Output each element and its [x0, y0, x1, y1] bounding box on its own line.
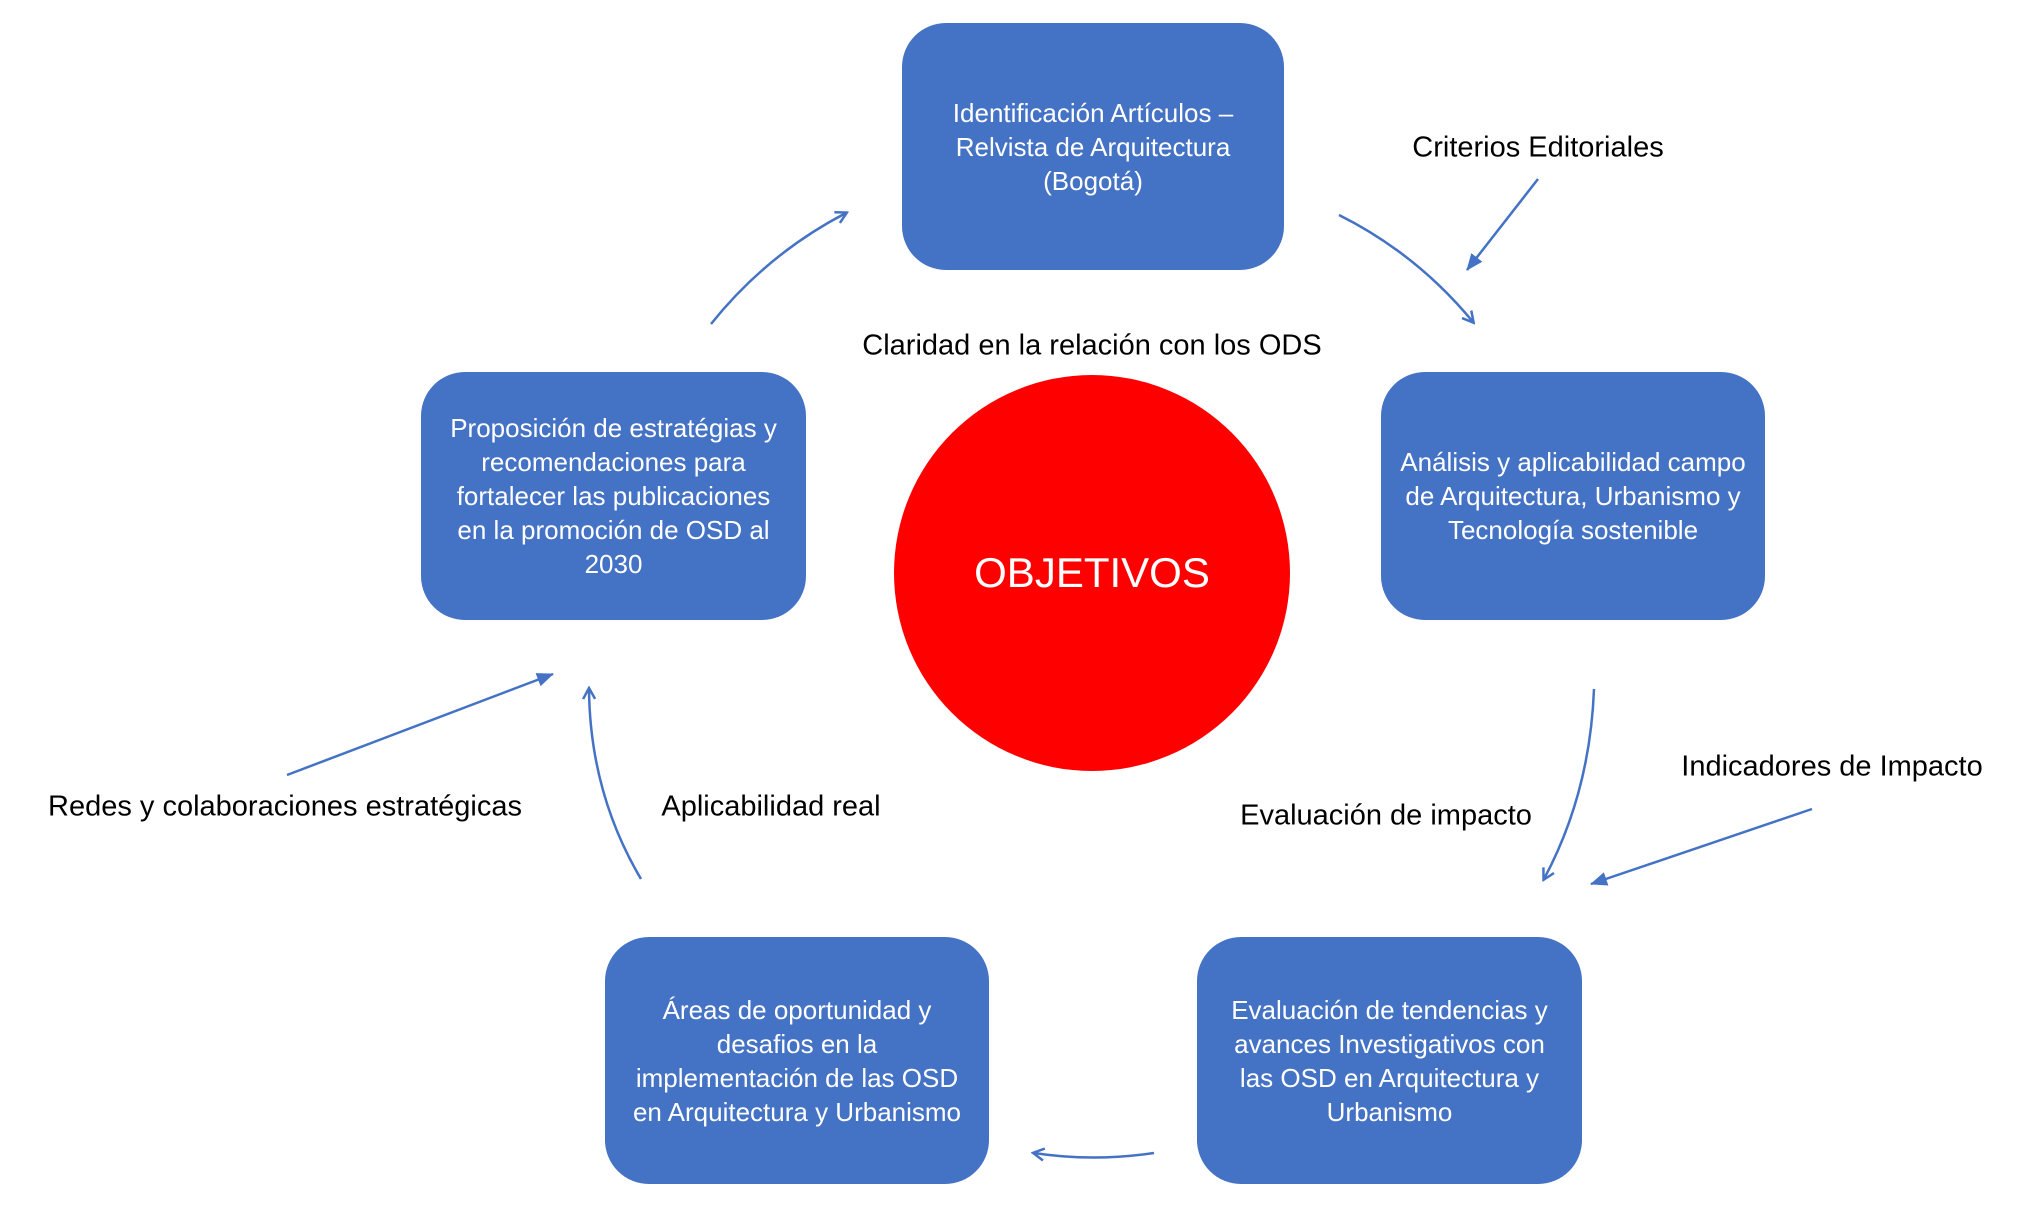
box-proposicion: Proposición de estratégias y recomendaci… [421, 372, 806, 620]
box-evaluacion-tendencias-text: Evaluación de tendencias y avances Inves… [1231, 994, 1548, 1127]
arrow-left-to-top [710, 213, 846, 325]
arrow-right-to-bottom-right [1544, 688, 1596, 879]
label-indicadores: Indicadores de Impacto [1681, 750, 1983, 783]
arrow-criterios [1466, 178, 1539, 271]
box-analisis-text: Análisis y aplicabilidad campo de Arquit… [1400, 447, 1746, 545]
objetivos-label: OBJETIVOS [974, 549, 1210, 596]
box-evaluacion-tendencias: Evaluación de tendencias y avances Inves… [1197, 937, 1582, 1184]
label-evaluacion-impacto: Evaluación de impacto [1240, 799, 1532, 832]
box-identificacion-text: Identificación Artículos – Relvista de A… [952, 97, 1234, 196]
box-proposicion-text: Proposición de estratégias y recomendaci… [450, 413, 777, 579]
label-redes: Redes y colaboraciones estratégicas [48, 790, 522, 823]
label-claridad: Claridad en la relación con los ODS [862, 329, 1322, 362]
arrow-redes [286, 672, 554, 777]
box-areas-oportunidad-text: Áreas de oportunidad y desafios en la im… [632, 994, 962, 1127]
box-identificacion: Identificación Artículos – Relvista de A… [902, 23, 1284, 270]
arrow-bottom-right-to-bottom-left [1034, 1153, 1155, 1158]
box-analisis: Análisis y aplicabilidad campo de Arquit… [1381, 372, 1765, 620]
arrow-bottom-left-to-left [589, 689, 643, 880]
objetivos-circle: OBJETIVOS [894, 375, 1290, 771]
arrow-indicadores [1590, 807, 1813, 886]
box-areas-oportunidad: Áreas de oportunidad y desafios en la im… [605, 937, 989, 1184]
label-aplicabilidad: Aplicabilidad real [661, 790, 881, 823]
arrow-top-to-right [1338, 213, 1473, 322]
label-criterios: Criterios Editoriales [1412, 131, 1664, 164]
